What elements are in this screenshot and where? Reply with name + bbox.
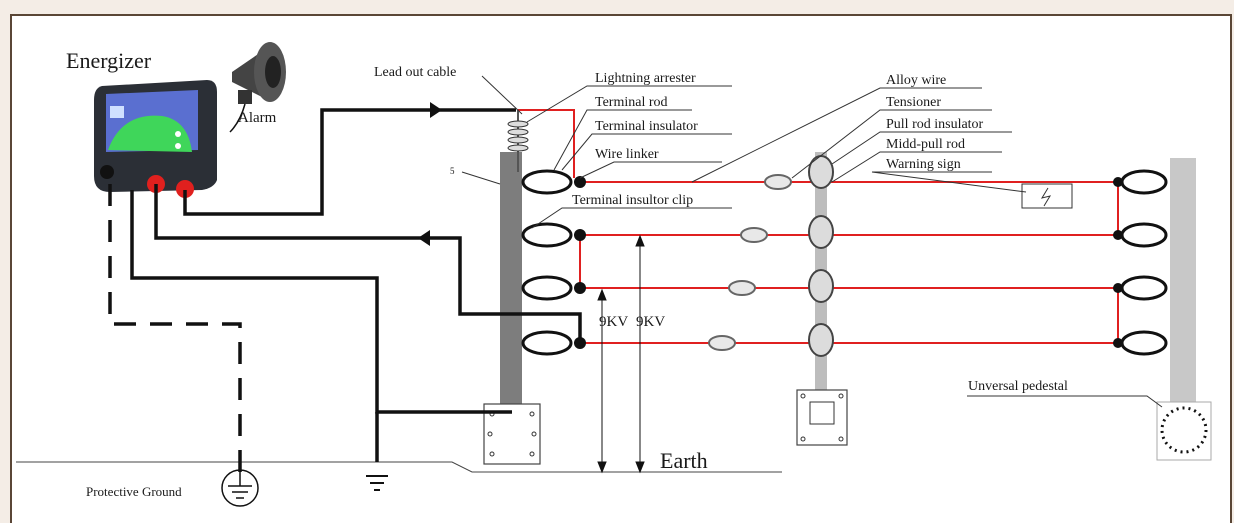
earth-label: Earth [660, 448, 708, 473]
lightning-arrester-icon [507, 110, 529, 172]
alarm-label: Alarm [238, 110, 277, 126]
energizer-terminal-right [176, 180, 194, 198]
protective-ground-icon [221, 469, 259, 507]
pull-rod-insulators [808, 155, 834, 357]
cables [130, 108, 582, 462]
return-cable [154, 184, 582, 342]
voltage-arrows [597, 234, 645, 474]
terminal-insulators-left [521, 169, 573, 356]
terminal-pedestal-holes [487, 411, 537, 457]
diagram-frame: Energizer Alarm Lead out cable Lightning… [10, 14, 1232, 523]
midd-pull-rod-label: Midd-pull rod [886, 137, 965, 152]
pull-rod-insulator-label: Pull rod insulator [886, 117, 984, 132]
cable-arrow-right [430, 102, 442, 118]
warning-sign [1021, 183, 1073, 209]
lead-out-cable-label: Lead out cable [374, 65, 456, 80]
voltage-label-2: 9KV [636, 314, 665, 330]
wire-linker-label: Wire linker [595, 147, 659, 162]
alloy-wire-label: Alloy wire [886, 73, 946, 88]
electric-fence-diagram: Energizer Alarm Lead out cable Lightning… [16, 42, 1212, 507]
ground-line [16, 461, 782, 473]
terminal-pedestal [483, 403, 541, 465]
universal-pedestal [1156, 401, 1212, 461]
universal-pedestal-label: Unversal pedestal [968, 379, 1068, 394]
lead-wire-red [518, 109, 575, 178]
voltage-label-1: 9KV [599, 314, 628, 330]
terminal-insultor-clip-label: Terminal insultor clip [572, 193, 693, 208]
terminal-insulators-right [1120, 169, 1168, 356]
terminal-rod-label: Terminal rod [595, 95, 668, 110]
tensioner-label: Tensioner [886, 95, 941, 110]
middle-pedestal-inner [809, 401, 835, 425]
lightning-arrester-label: Lightning arrester [595, 71, 696, 86]
middle-pedestal-holes [800, 393, 844, 442]
tensioners [708, 174, 792, 351]
leader-lines [461, 75, 1163, 408]
cable-arrow-left [418, 230, 430, 246]
earth-ground-icon [366, 475, 388, 491]
energizer-device [94, 80, 217, 198]
warning-sign-bolt-icon [1040, 187, 1052, 207]
end-post [1170, 158, 1196, 406]
protective-ground-line [108, 184, 242, 472]
universal-pedestal-ring [1160, 406, 1208, 454]
terminal-post [500, 152, 522, 464]
alarm-siren [229, 42, 286, 133]
part-number-5: 5 [450, 166, 455, 176]
middle-pedestal [796, 389, 848, 446]
warning-sign-label: Warning sign [886, 157, 961, 172]
protective-ground-label: Protective Ground [86, 484, 182, 499]
ground-cable [130, 190, 512, 414]
energizer-label: Energizer [66, 48, 152, 73]
wire-link-dots [574, 176, 1123, 349]
lead-out-cable [183, 108, 516, 216]
terminal-insulator-label: Terminal insulator [595, 119, 698, 134]
